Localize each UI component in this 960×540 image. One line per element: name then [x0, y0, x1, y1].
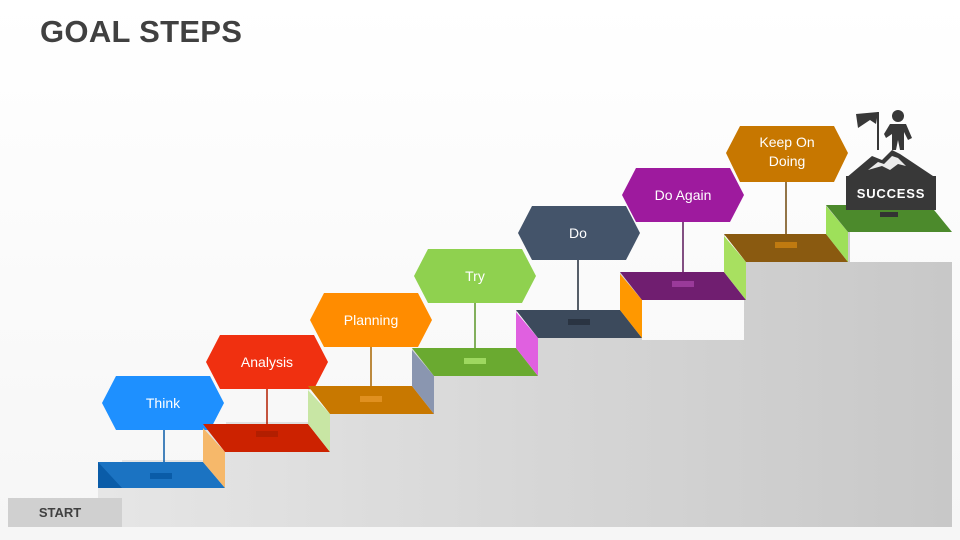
step-label: Analysis: [241, 354, 293, 370]
person-icon: [884, 110, 912, 150]
step-side: [724, 236, 746, 300]
step-label-hexagon: [518, 206, 640, 260]
step-success: [826, 205, 952, 262]
step-top: [826, 205, 952, 232]
step-label-hexagon: [102, 376, 224, 430]
step-side: [308, 390, 330, 452]
step-planning: Planning: [308, 293, 434, 452]
success-label: SUCCESS: [857, 186, 925, 201]
step-label-hexagon: [310, 293, 432, 347]
success-badge: SUCCESS: [846, 110, 936, 210]
step-marker: [150, 473, 172, 479]
step-side: [516, 312, 538, 376]
step-do-again: Do Again: [620, 168, 746, 338]
step-side: [412, 350, 434, 414]
step-label: Try: [465, 268, 485, 284]
step-marker: [464, 358, 486, 364]
mountain-snow: [868, 156, 906, 170]
step-analysis: Analysis: [203, 335, 330, 488]
step-marker: [672, 281, 694, 287]
start-block: START: [8, 498, 122, 527]
success-box: [846, 176, 936, 210]
step-label-hexagon: [206, 335, 328, 389]
flag-icon: [856, 112, 879, 150]
step-label: Think: [146, 395, 181, 411]
step-side: [203, 428, 225, 488]
start-label: START: [39, 505, 81, 520]
step-marker: [568, 319, 590, 325]
step-label-hexagon: [726, 126, 848, 182]
slide-title: GOAL STEPS: [40, 14, 243, 49]
step-label-hexagon: [414, 249, 536, 303]
step-side: [620, 274, 642, 338]
step-marker: [360, 396, 382, 402]
step-think: Think: [98, 376, 225, 488]
step-label-hexagon: [622, 168, 744, 222]
step-marker: [775, 242, 797, 248]
step-label: Do Again: [655, 187, 712, 203]
step-label: Do: [569, 225, 587, 241]
step-marker: [880, 212, 898, 217]
step-label: Planning: [344, 312, 399, 328]
step-side: [826, 206, 848, 262]
step-do: Do: [516, 206, 642, 376]
step-marker: [256, 431, 278, 437]
step-try: Try: [412, 249, 538, 414]
step-top: [203, 424, 330, 452]
